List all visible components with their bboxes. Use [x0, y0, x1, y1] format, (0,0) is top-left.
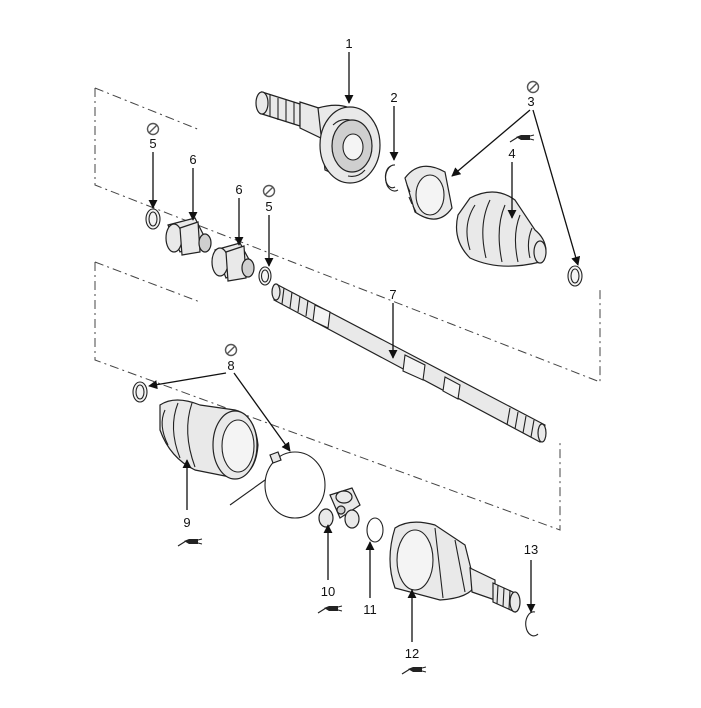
callout-3: 3	[527, 94, 534, 109]
clip-8	[132, 381, 148, 403]
callout-9: 9	[183, 515, 190, 530]
grease-tube-icon	[177, 538, 203, 547]
snap-ring-11	[366, 517, 384, 543]
grease-tube-icon	[401, 666, 427, 675]
clip-5-right	[258, 266, 272, 286]
snap-ring-13	[525, 611, 539, 637]
prohibition-circle-icon	[146, 122, 160, 136]
upper-assembly-outline	[94, 87, 601, 383]
callout-12: 12	[405, 646, 419, 661]
callout-5-right: 5	[265, 199, 272, 214]
inner-boot	[159, 399, 259, 480]
prohibition-circle-icon	[526, 80, 540, 94]
callout-6-left: 6	[189, 152, 196, 167]
drive-shaft	[271, 283, 547, 443]
callout-5-left: 5	[149, 136, 156, 151]
circlip-2	[384, 164, 399, 192]
callout-10: 10	[321, 584, 335, 599]
outer-cv-joint	[255, 91, 381, 184]
prohibition-circle-icon	[262, 184, 276, 198]
outer-boot	[455, 191, 547, 267]
lower-assembly-outline	[94, 261, 561, 531]
prohibition-circle-icon	[224, 343, 238, 357]
clip-5-left	[145, 208, 161, 230]
grease-tube-icon	[509, 134, 535, 143]
grease-tube-icon	[317, 605, 343, 614]
callout-13: 13	[524, 542, 538, 557]
boot-band-3-small	[567, 265, 583, 287]
callout-11: 11	[363, 602, 377, 617]
dynamic-damper-6-right	[211, 242, 255, 282]
callout-1: 1	[345, 36, 352, 51]
callout-6-right: 6	[235, 182, 242, 197]
callout-8: 8	[227, 358, 234, 373]
spider-assembly	[318, 487, 361, 529]
boot-band-8	[229, 451, 326, 519]
dynamic-damper-6-left	[165, 217, 212, 256]
boot-band-3-large	[404, 165, 453, 220]
callout-2: 2	[390, 90, 397, 105]
callout-7: 7	[389, 287, 396, 302]
callout-4: 4	[508, 146, 515, 161]
leader-lines	[148, 52, 581, 642]
inner-joint-housing	[389, 521, 521, 613]
callout-labels: 1 2 3 4 5 6 6 5 7 8 9 10 11 12 13	[149, 36, 538, 661]
